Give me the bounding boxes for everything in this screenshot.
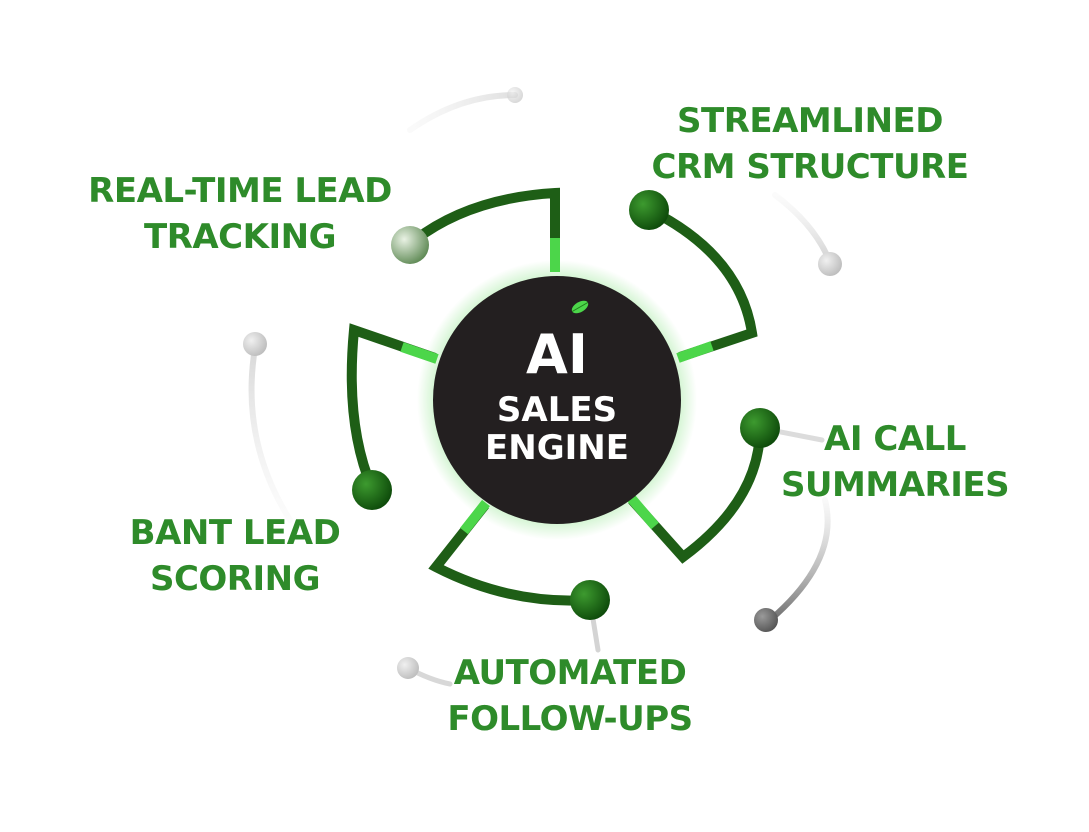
node-ball-icon xyxy=(629,190,669,230)
feature-line2: SUMMARIES xyxy=(780,465,1010,505)
feature-line2: FOLLOW-UPS xyxy=(447,699,693,739)
feature-label-real-time-lead-tracking: REAL-TIME LEAD TRACKING xyxy=(60,168,420,260)
feature-label-bant-lead-scoring: BANT LEAD SCORING xyxy=(110,510,360,602)
arm-accent xyxy=(627,494,659,530)
feature-line1: STREAMLINED xyxy=(677,101,943,141)
feature-line1: AI CALL xyxy=(824,419,966,459)
feature-line1: BANT LEAD xyxy=(129,513,341,553)
hub-circle xyxy=(433,276,681,524)
gray-connector-top xyxy=(407,92,518,133)
feature-line1: REAL-TIME LEAD xyxy=(88,171,392,211)
feature-label-streamlined-crm: STREAMLINED CRM STRUCTURE xyxy=(640,98,980,190)
arm-real-time-lead-tracking xyxy=(411,187,560,270)
hub-subtitle-line1: SALES xyxy=(496,390,618,430)
gray-connector-right-lower xyxy=(767,497,831,623)
hub-subtitle-line2: ENGINE xyxy=(485,428,629,468)
gray-connector-right-upper xyxy=(772,192,833,265)
node-ball-icon xyxy=(570,580,610,620)
gray-dot-icon xyxy=(243,332,267,356)
arm-streamlined-crm xyxy=(647,205,758,362)
feature-line1: AUTOMATED xyxy=(453,653,687,693)
gray-dot-icon xyxy=(754,608,778,632)
node-ball-icon xyxy=(352,470,392,510)
arm-automated-follow-ups xyxy=(428,501,591,606)
gray-dot-icon xyxy=(507,87,523,103)
feature-line2: CRM STRUCTURE xyxy=(651,147,969,187)
gray-connector-left xyxy=(248,345,293,523)
hub-title: AI xyxy=(526,323,588,386)
arm-accent xyxy=(676,341,714,363)
arm-accent xyxy=(400,342,439,364)
arm-accent-group xyxy=(400,238,714,535)
feature-line2: SCORING xyxy=(149,559,321,599)
feature-line2: TRACKING xyxy=(144,217,337,257)
hub-label: AI SALES ENGINE xyxy=(457,323,657,468)
arm-accent xyxy=(460,499,490,535)
leaf-icon xyxy=(571,300,589,314)
node-ball-icon xyxy=(740,408,780,448)
gray-dot-icon xyxy=(818,252,842,276)
node-ball-icon xyxy=(391,226,429,264)
gray-dot-icon xyxy=(397,657,419,679)
feature-label-automated-follow-ups: AUTOMATED FOLLOW-UPS xyxy=(420,650,720,742)
feature-label-ai-call-summaries: AI CALL SUMMARIES xyxy=(770,416,1020,508)
